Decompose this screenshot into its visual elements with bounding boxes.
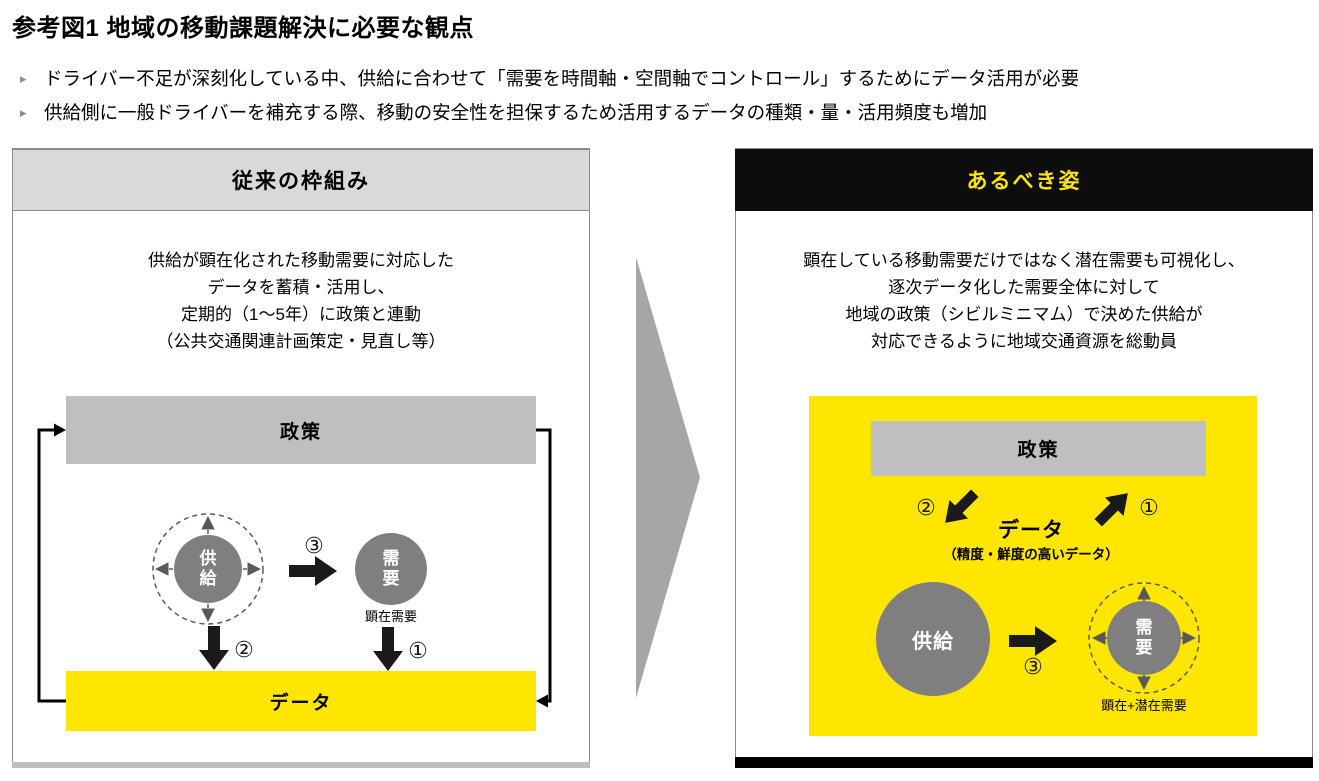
left-panel-title: 従来の枠組み: [12, 149, 590, 211]
left-panel-description: 供給が顕在化された移動需要に対応した データを蓄積・活用し、 定期的（1～5年）…: [19, 247, 583, 355]
description-line: 対応できるように地域交通資源を総動員: [871, 332, 1177, 351]
flow-arrow-down-icon: [373, 627, 403, 671]
data-label: データ: [998, 519, 1064, 542]
left-panel-footer-strip: [12, 762, 590, 768]
step-3-label: ③: [304, 533, 324, 558]
bullet-item: ▸ ドライバー不足が深刻化している中、供給に合わせて「需要を時間軸・空間軸でコン…: [14, 66, 1304, 92]
transition-arrow-icon: [636, 257, 700, 698]
right-panel-description: 顕在している移動需要だけではなく潜在需要も可視化し、 逐次データ化した需要全体に…: [742, 247, 1306, 355]
demand-node: 需要: [1085, 579, 1203, 697]
bullet-triangle-icon: ▸: [20, 71, 27, 86]
demand-label: 需要: [1135, 617, 1153, 657]
description-line: 顕在している移動需要だけではなく潜在需要も可視化し、: [803, 251, 1245, 270]
supply-circle: 供給: [174, 535, 242, 603]
description-line: 逐次データ化した需要全体に対して: [888, 278, 1160, 297]
demand-note: 顕在+潜在需要: [1101, 698, 1187, 713]
description-line: 地域の政策（シビルミニマム）で決めた供給が: [845, 305, 1203, 324]
page-title: 参考図1 地域の移動課題解決に必要な観点: [12, 15, 475, 42]
bullet-triangle-icon: ▸: [20, 105, 27, 120]
step-1-label: ①: [408, 638, 428, 663]
flow-arrow-up-right-icon: [1094, 493, 1128, 527]
bullet-item: ▸ 供給側に一般ドライバーを補充する際、移動の安全性を担保するため活用するデータ…: [14, 100, 1304, 126]
demand-note: 顕在需要: [364, 609, 417, 624]
bullet-list: ▸ ドライバー不足が深刻化している中、供給に合わせて「需要を時間軸・空間軸でコン…: [14, 66, 1304, 134]
bullet-text: 供給側に一般ドライバーを補充する際、移動の安全性を担保するため活用するデータの種…: [44, 102, 988, 123]
demand-label: 需要: [382, 548, 400, 588]
description-line: 供給が顕在化された移動需要に対応した: [148, 251, 454, 270]
data-quality-note: （精度・鮮度の高いデータ）: [943, 547, 1119, 562]
data-environment-box: 政策 ② ① データ （精度・鮮度の高いデータ） 供給 ③: [809, 396, 1257, 736]
policy-bar: 政策: [871, 421, 1206, 476]
right-panel-title: あるべき姿: [735, 149, 1313, 211]
flow-arrow-right-icon: [1009, 626, 1057, 656]
step-2-label: ②: [234, 637, 254, 662]
description-line: （公共交通関連計画策定・見直し等）: [156, 332, 446, 351]
right-panel-ideal-state: あるべき姿 顕在している移動需要だけではなく潜在需要も可視化し、 逐次データ化し…: [735, 148, 1313, 768]
left-panel-conventional-framework: 従来の枠組み 供給が顕在化された移動需要に対応した データを蓄積・活用し、 定期…: [12, 148, 590, 768]
step-3-label: ③: [1023, 654, 1043, 679]
step-1-label: ①: [1139, 495, 1159, 520]
demand-circle: 需要: [355, 533, 427, 605]
flow-arrow-down-icon: [199, 626, 229, 670]
flow-arrow-down-left-icon: [945, 489, 979, 523]
right-panel-footer-strip: [735, 757, 1313, 768]
supply-label: 供給: [199, 548, 217, 588]
description-line: データを蓄積・活用し、: [207, 278, 395, 297]
flow-arrow-right-icon: [289, 556, 337, 586]
demand-circle: 需要: [1107, 601, 1181, 675]
step-2-label: ②: [916, 495, 936, 520]
bullet-text: ドライバー不足が深刻化している中、供給に合わせて「需要を時間軸・空間軸でコントロ…: [44, 68, 1080, 89]
supply-circle: 供給: [876, 582, 990, 696]
supply-label: 供給: [912, 630, 954, 653]
policy-bar: 政策: [66, 396, 536, 464]
data-bar: データ: [66, 671, 536, 731]
description-line: 定期的（1～5年）に政策と連動: [181, 305, 421, 324]
supply-node: 供給: [146, 507, 270, 631]
